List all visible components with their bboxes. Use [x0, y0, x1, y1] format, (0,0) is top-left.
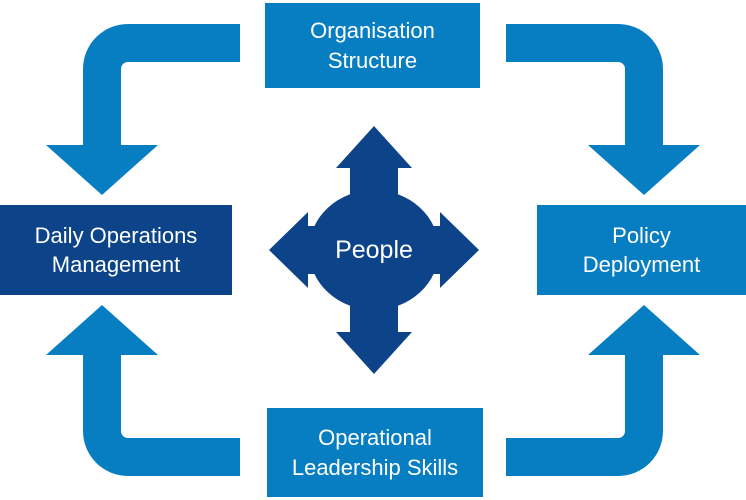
- node-daily-operations-management-label: Daily Operations Management: [34, 222, 198, 277]
- node-policy-deployment: Policy Deployment: [537, 205, 746, 295]
- node-organisation-structure: Organisation Structure: [265, 3, 480, 88]
- node-daily-operations-management: Daily Operations Management: [0, 205, 232, 295]
- center-people-label: People: [299, 232, 449, 268]
- node-policy-deployment-label: Policy Deployment: [582, 222, 701, 277]
- node-operational-leadership-skills-label: Operational Leadership Skills: [291, 425, 459, 480]
- elbow-arrow-top-right: [506, 24, 700, 195]
- node-organisation-structure-label: Organisation Structure: [310, 18, 435, 73]
- center-people-label-text: People: [335, 235, 413, 264]
- elbow-arrow-bottom-right: [506, 305, 700, 476]
- elbow-arrow-bottom-left: [46, 305, 240, 476]
- center-hub: [269, 126, 479, 374]
- elbow-arrow-top-left: [46, 24, 240, 195]
- node-operational-leadership-skills: Operational Leadership Skills: [267, 408, 483, 497]
- center-circle: [309, 190, 439, 310]
